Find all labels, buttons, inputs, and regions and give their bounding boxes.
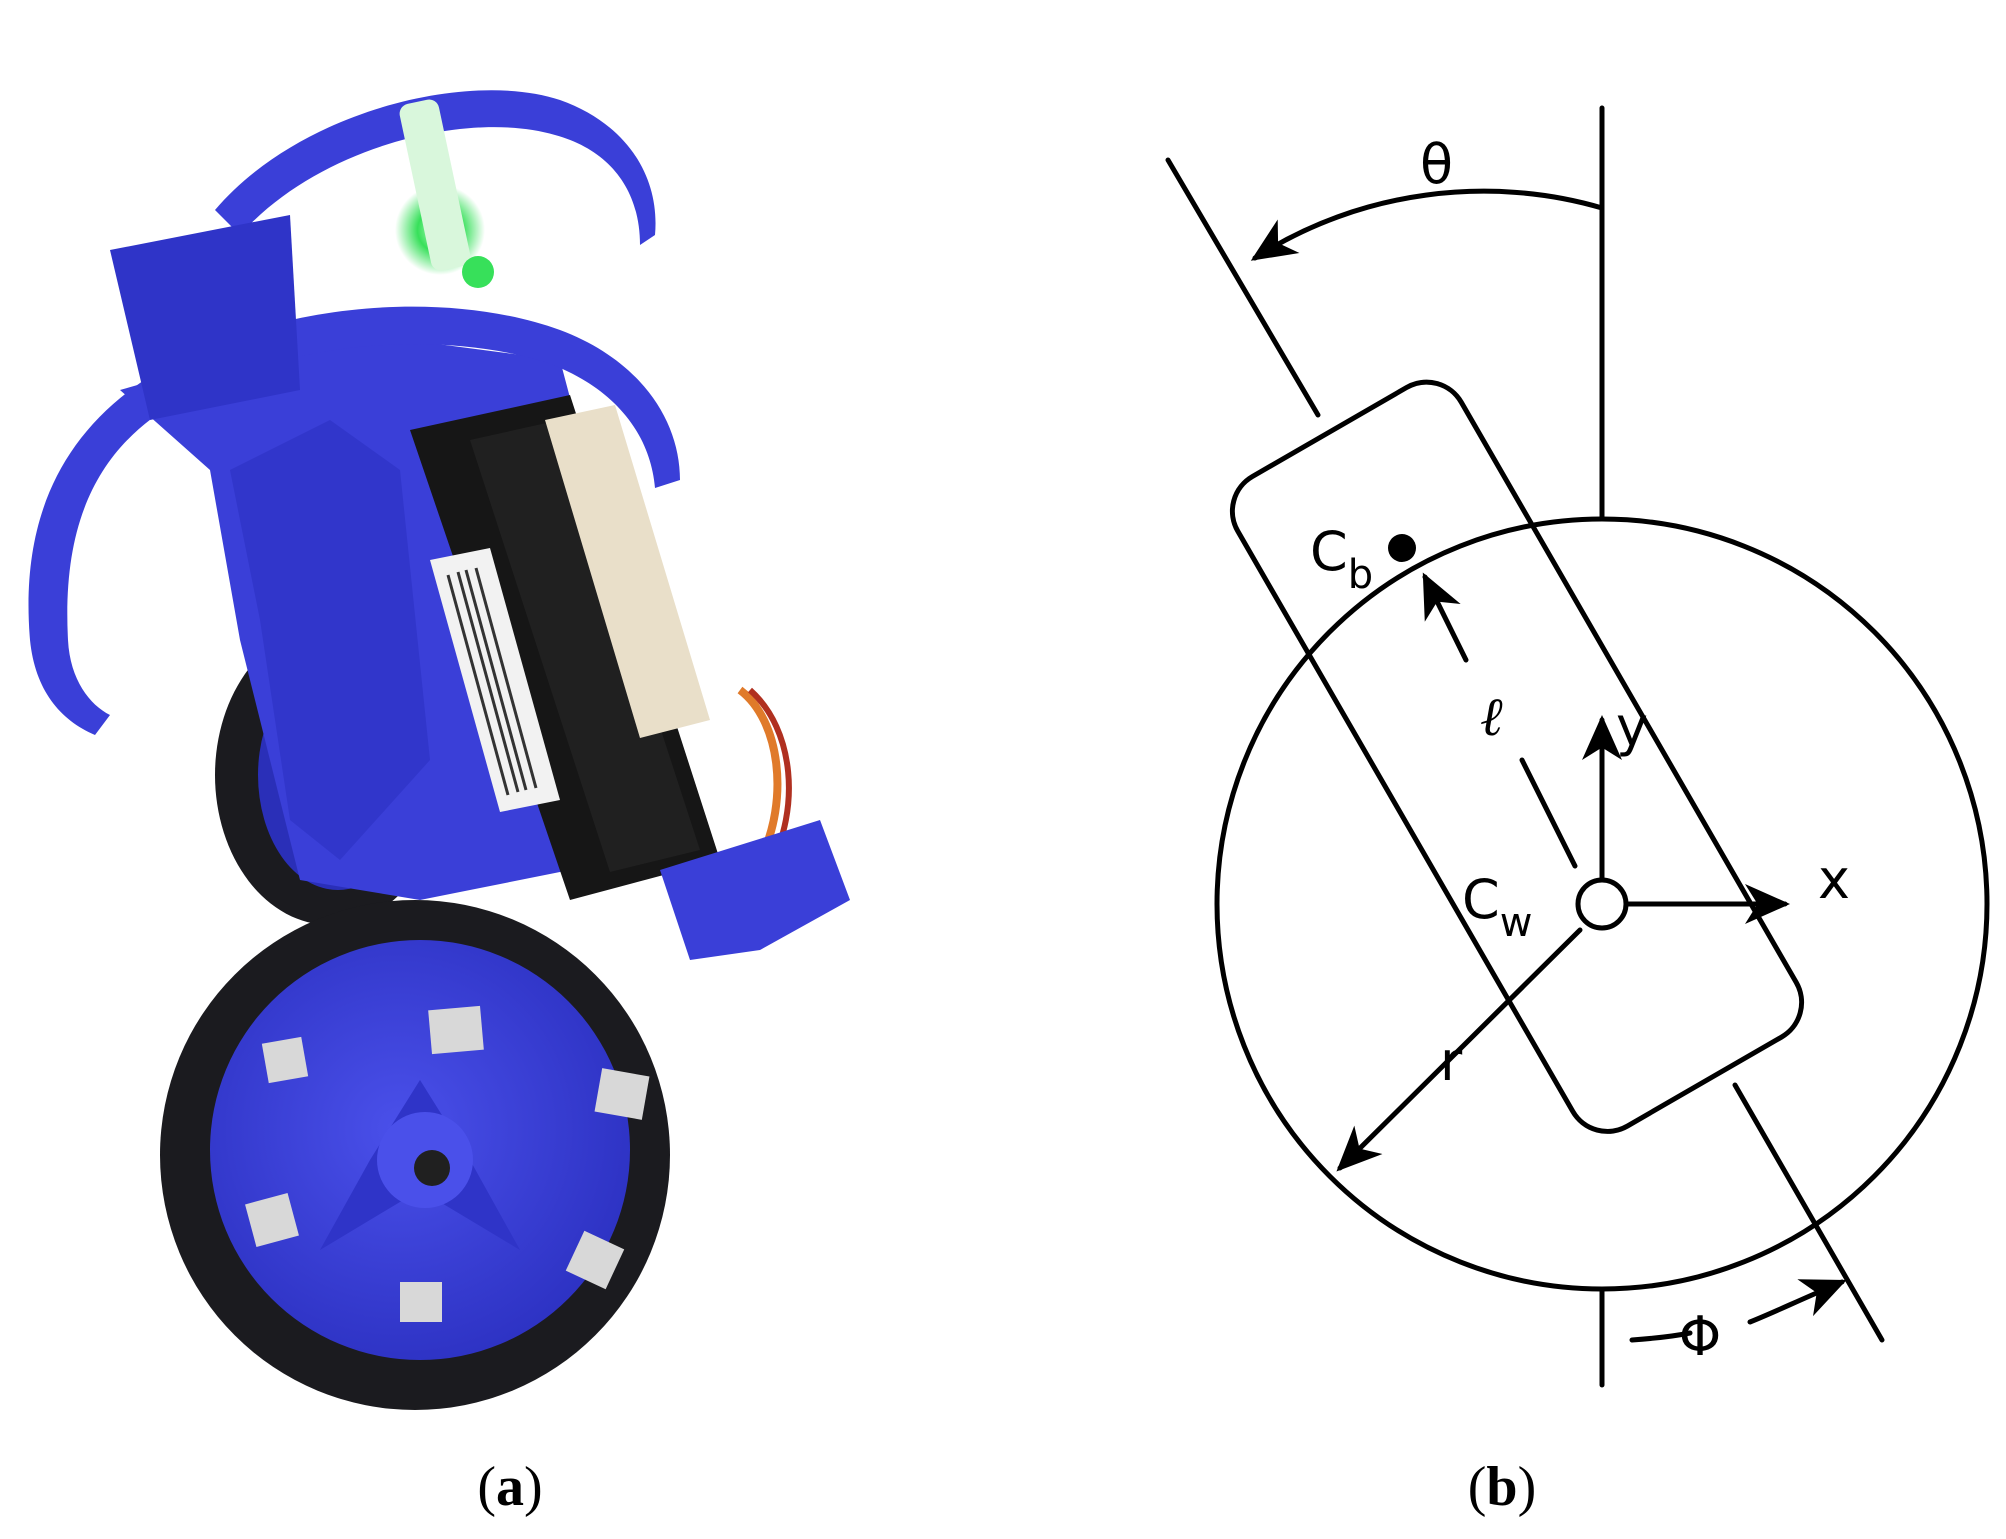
phi-arrow bbox=[1747, 1279, 1847, 1325]
caption-a: (a) bbox=[477, 1456, 542, 1518]
r-arrow bbox=[1336, 927, 1583, 1172]
robot-photo bbox=[28, 90, 850, 1410]
front-bracket bbox=[660, 820, 850, 960]
wheel-marker bbox=[400, 1282, 442, 1322]
r-label: r bbox=[1440, 1030, 1463, 1093]
wheel-marker bbox=[261, 1036, 309, 1084]
cb-point bbox=[1388, 534, 1416, 562]
y-label: y bbox=[1616, 695, 1648, 758]
cw-point bbox=[1575, 877, 1629, 931]
body-rectangle bbox=[1229, 379, 1805, 1134]
caption-b: (b) bbox=[1468, 1456, 1536, 1518]
wheel-marker bbox=[428, 1005, 484, 1055]
body-axis-line bbox=[1165, 157, 1321, 418]
theta-arc bbox=[1250, 188, 1605, 261]
wheel-marker bbox=[245, 1193, 299, 1247]
phi-label: Φ bbox=[1679, 1305, 1722, 1368]
top-arch-back bbox=[215, 90, 656, 245]
phi-reference-line bbox=[1732, 1082, 1885, 1343]
wheel-marker bbox=[594, 1068, 650, 1120]
ell-arrow bbox=[1422, 572, 1469, 663]
pendulum-diagram: θ Cb ℓ y x Cw r Φ bbox=[1165, 105, 1990, 1388]
body-axis-lower bbox=[1519, 757, 1578, 869]
cb-label: Cb bbox=[1310, 520, 1373, 598]
theta-label: θ bbox=[1420, 133, 1453, 196]
ell-label: ℓ bbox=[1480, 687, 1503, 747]
cw-label: Cw bbox=[1462, 868, 1532, 946]
wheel-marker bbox=[565, 1230, 625, 1290]
x-label: x bbox=[1818, 848, 1850, 911]
phi-arc bbox=[1629, 1330, 1693, 1343]
